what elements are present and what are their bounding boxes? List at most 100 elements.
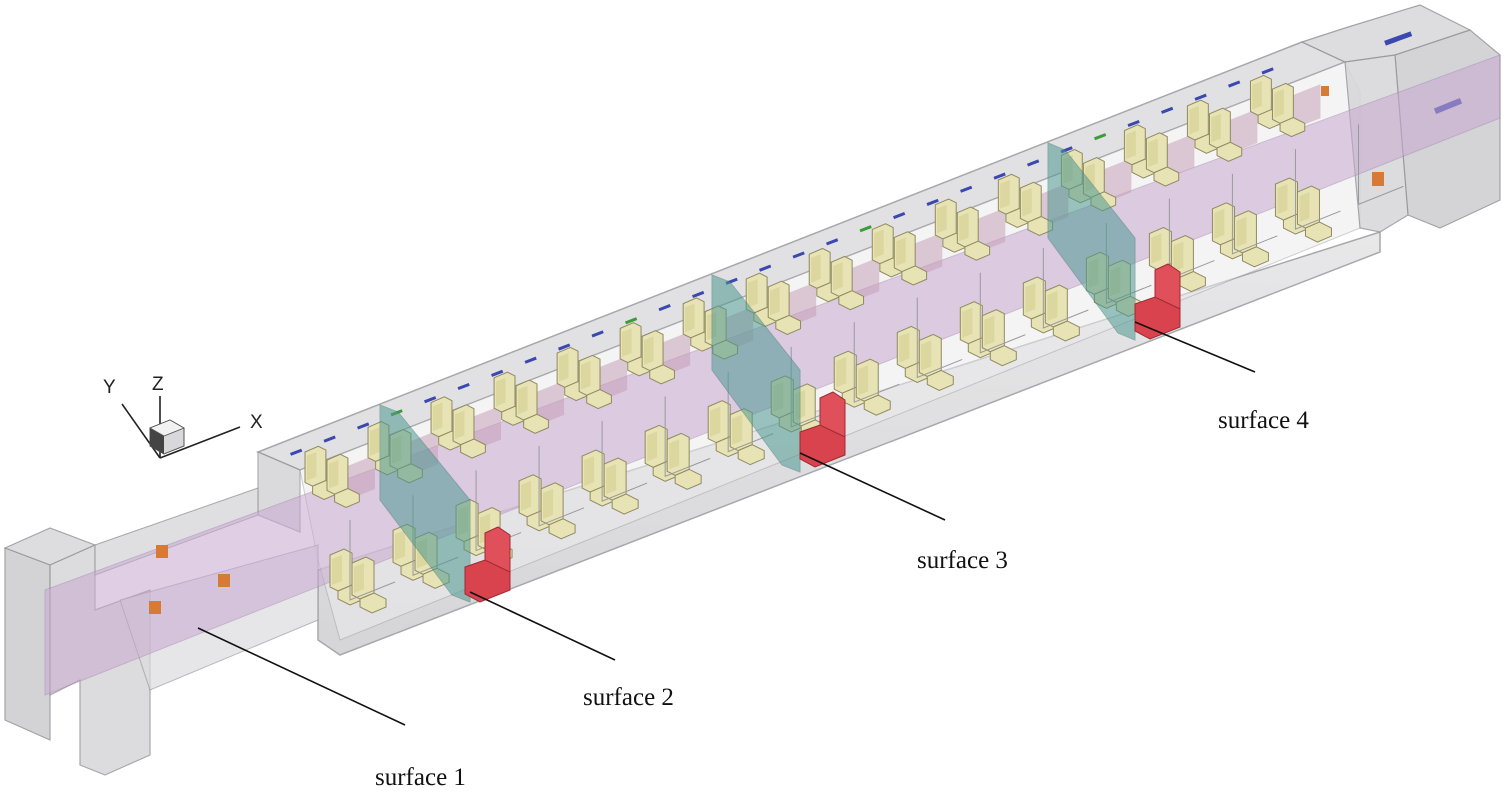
vent-icon	[1127, 119, 1140, 128]
vent-icon	[926, 198, 939, 206]
vent-icon	[1094, 133, 1107, 141]
vent-icon	[457, 382, 470, 391]
heater-icon	[1321, 86, 1329, 96]
vent-icon	[893, 211, 906, 220]
seat-back-panel	[1101, 158, 1132, 205]
seat-block	[326, 453, 360, 509]
vent-icon	[323, 435, 336, 443]
seat-block	[729, 408, 765, 466]
surface-4-label: surface 4	[1218, 407, 1309, 434]
vent-icon	[1027, 159, 1040, 167]
seat-block	[329, 548, 365, 606]
seat-block	[1019, 181, 1054, 237]
seat-block	[997, 173, 1032, 229]
seat-block	[641, 330, 675, 385]
seat-block	[808, 247, 843, 303]
seat-block	[666, 432, 702, 490]
seat-block	[430, 396, 464, 451]
vent-icon	[792, 251, 805, 259]
axis-cube-top	[149, 419, 185, 437]
equipment-block-2	[799, 391, 846, 468]
seat-block	[556, 346, 590, 402]
surface-2-label: surface 2	[583, 684, 674, 711]
vent-icon	[591, 330, 604, 338]
seat-back-panel	[1227, 108, 1258, 155]
z-axis-label: Z	[152, 374, 164, 395]
seat-block	[1145, 132, 1180, 187]
x-axis-label: X	[250, 412, 263, 433]
partition-surface-3	[711, 274, 801, 473]
leader-line-surface-3	[799, 452, 946, 521]
bay-frame	[601, 421, 648, 502]
surface-1-label: surface 1	[375, 764, 466, 790]
seat-block	[540, 482, 576, 540]
seat-back-panel	[1164, 133, 1195, 180]
seat-block	[830, 255, 865, 311]
seat-back-panel	[471, 405, 502, 452]
seat-block	[351, 556, 387, 614]
partition-surface-4	[1047, 142, 1136, 341]
bay-frame	[1294, 149, 1341, 230]
seat-block	[707, 400, 743, 458]
seat-block	[871, 223, 906, 278]
bay-frame	[853, 322, 900, 403]
bay-frame	[1042, 248, 1089, 329]
seat-back-panel	[345, 455, 375, 501]
seat-block	[918, 333, 954, 392]
seat-block	[1233, 210, 1269, 268]
vent-icon	[1194, 93, 1207, 101]
vent-icon	[558, 343, 571, 351]
seat-block	[452, 404, 486, 459]
partition-surface-2	[379, 404, 471, 603]
seat-block	[1170, 234, 1206, 293]
seat-block	[1044, 284, 1080, 342]
seat-block	[619, 322, 653, 377]
vent-icon	[491, 369, 504, 377]
seat-block	[493, 371, 527, 426]
seat-block	[682, 297, 716, 352]
vent-icon	[1384, 31, 1413, 46]
heater-icon	[156, 545, 168, 558]
seat-back-panel	[660, 331, 691, 378]
axis-triad: Y Z X	[103, 374, 263, 459]
bay-frame	[538, 445, 585, 527]
seat-back-panel	[975, 207, 1006, 254]
y-axis-label: Y	[103, 377, 116, 398]
vent-icon	[1161, 106, 1174, 114]
seat-block	[603, 457, 639, 515]
vent-icon	[625, 317, 638, 325]
vent-icon	[859, 225, 872, 233]
seat-back-panel	[912, 232, 943, 279]
bay-frame	[979, 272, 1026, 354]
seat-back-panel	[786, 281, 817, 328]
equipment-block-3	[1134, 263, 1181, 340]
heater-icon	[218, 574, 230, 587]
leader-line-surface-2	[469, 591, 616, 661]
seat-back-panel	[849, 257, 880, 304]
seat-back-panel	[534, 380, 565, 427]
left-vestibule-front	[4, 547, 51, 741]
vent-icon	[658, 304, 671, 312]
seat-back-panel	[1290, 84, 1321, 131]
vent-icon	[357, 422, 370, 430]
bay-frame	[1357, 124, 1404, 206]
seat-block	[896, 325, 932, 384]
vent-icon	[759, 264, 772, 272]
seat-block	[1271, 82, 1306, 138]
vent-icon	[524, 356, 537, 364]
seat-block	[956, 206, 991, 261]
equipment-block-1	[464, 526, 511, 603]
bay-frame	[664, 396, 711, 478]
bay-frame	[349, 520, 396, 601]
y-axis-line	[121, 403, 161, 459]
vent-icon	[959, 185, 973, 193]
x-axis-line	[159, 426, 241, 459]
vent-icon	[1261, 67, 1274, 75]
vent-icon	[691, 290, 705, 299]
vent-icon	[1227, 80, 1241, 88]
vent-icon	[825, 238, 839, 246]
bay-frame	[1231, 173, 1278, 255]
surface-3-label: surface 3	[917, 547, 1008, 574]
vent-icon	[993, 172, 1006, 180]
